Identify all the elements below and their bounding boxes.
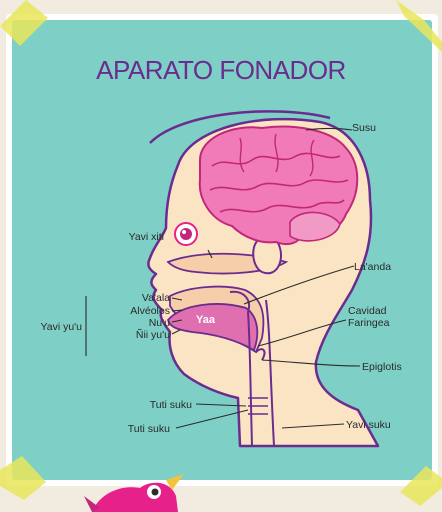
label-mouth-group: Yavi yu'u	[41, 321, 83, 333]
label-pharynx-line1: Cavidad	[348, 305, 387, 317]
label-trachea-lower: Tuti suku	[128, 423, 170, 435]
label-alveolar-ridge: Alvéolos	[130, 305, 170, 317]
label-brain: Susu	[352, 122, 376, 134]
eye-icon	[175, 223, 197, 245]
label-epiglottis: Epiglotis	[362, 361, 402, 373]
diagram-title: APARATO FONADOR	[96, 55, 346, 85]
label-teeth: Va'ala	[142, 292, 170, 304]
label-trachea-upper: Tuti suku	[150, 399, 192, 411]
label-lips: Ñii yu'u	[136, 328, 170, 341]
label-tongue: Yaa	[196, 314, 216, 326]
label-nasal-cavity: Yavi xiti	[129, 231, 164, 243]
label-pharynx-line2: Faringea	[348, 317, 390, 329]
label-palate: La'anda	[354, 261, 391, 273]
label-tongue-tip: Nu'u	[149, 317, 170, 329]
label-esophagus: Yavi suku	[346, 419, 391, 431]
